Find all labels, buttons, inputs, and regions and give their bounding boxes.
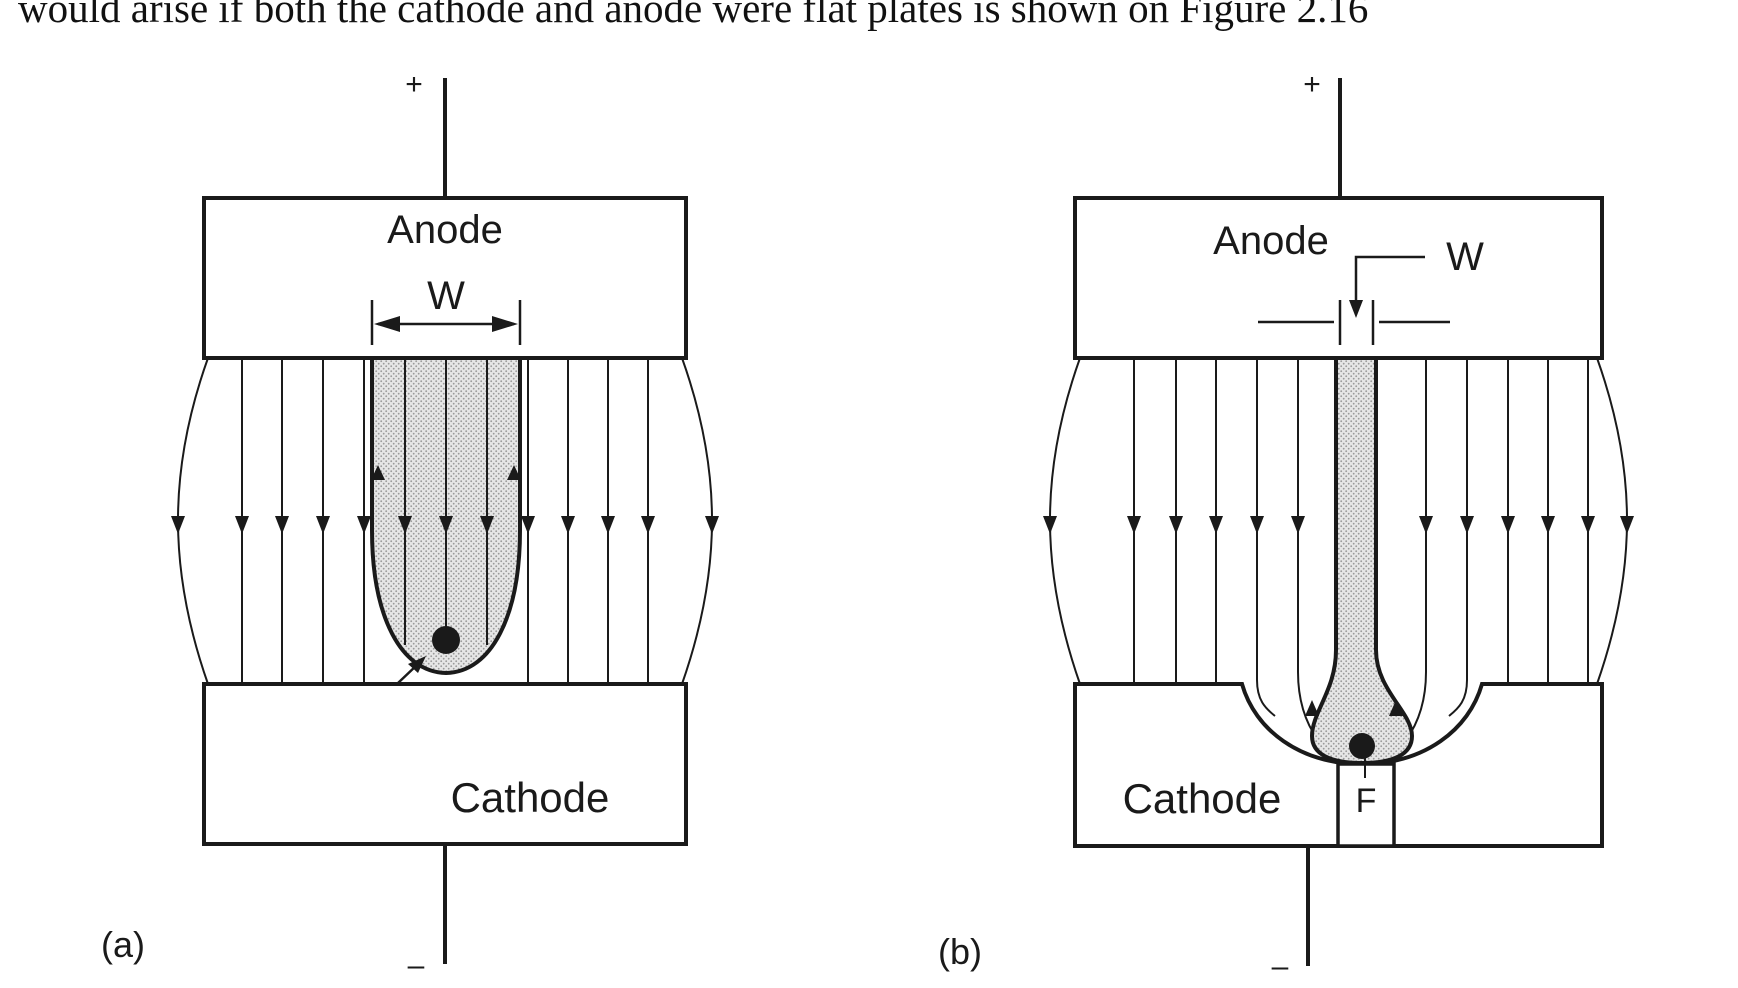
- width-label-a: W: [427, 274, 465, 318]
- anode-block-a: [202, 196, 688, 360]
- panel-label-b: (b): [938, 931, 982, 972]
- panel-b: + Anode W: [938, 68, 1634, 983]
- beam-arrow-up-right-a: [507, 465, 521, 480]
- field-arrows-b: [1043, 516, 1634, 534]
- beam-arrow-up-right-b: [1389, 700, 1403, 716]
- anode-label-b: Anode: [1213, 219, 1329, 263]
- focal-spot-a: [432, 626, 460, 654]
- panel-label-a: (a): [101, 924, 145, 965]
- width-label-b: W: [1446, 235, 1484, 279]
- field-arrows-a: [171, 516, 719, 534]
- cathode-label-b: Cathode: [1123, 775, 1282, 822]
- width-arrow-b: [1349, 300, 1363, 318]
- width-dimension-a: [370, 300, 522, 345]
- anode-label-a: Anode: [387, 208, 503, 252]
- minus-sign-a: –: [408, 949, 425, 982]
- anode-block-b: [1073, 196, 1604, 360]
- panel-a: + Anode W: [101, 68, 719, 982]
- width-dimension-b: [1258, 255, 1450, 345]
- minus-sign-b: –: [1272, 950, 1289, 983]
- beam-arrow-up-left-a: [371, 465, 385, 480]
- electron-beam-b: [1309, 356, 1415, 766]
- cathode-label-a: Cathode: [451, 774, 610, 821]
- plus-sign-a: +: [405, 68, 423, 101]
- cathode-block-a: [202, 682, 688, 846]
- focus-label-b: F: [1356, 782, 1377, 820]
- beam-arrow-up-left-b: [1305, 700, 1319, 716]
- focal-spot-b: [1349, 733, 1375, 759]
- plus-sign-b: +: [1303, 68, 1321, 101]
- caption-text: would arise if both the cathode and anod…: [18, 0, 1369, 31]
